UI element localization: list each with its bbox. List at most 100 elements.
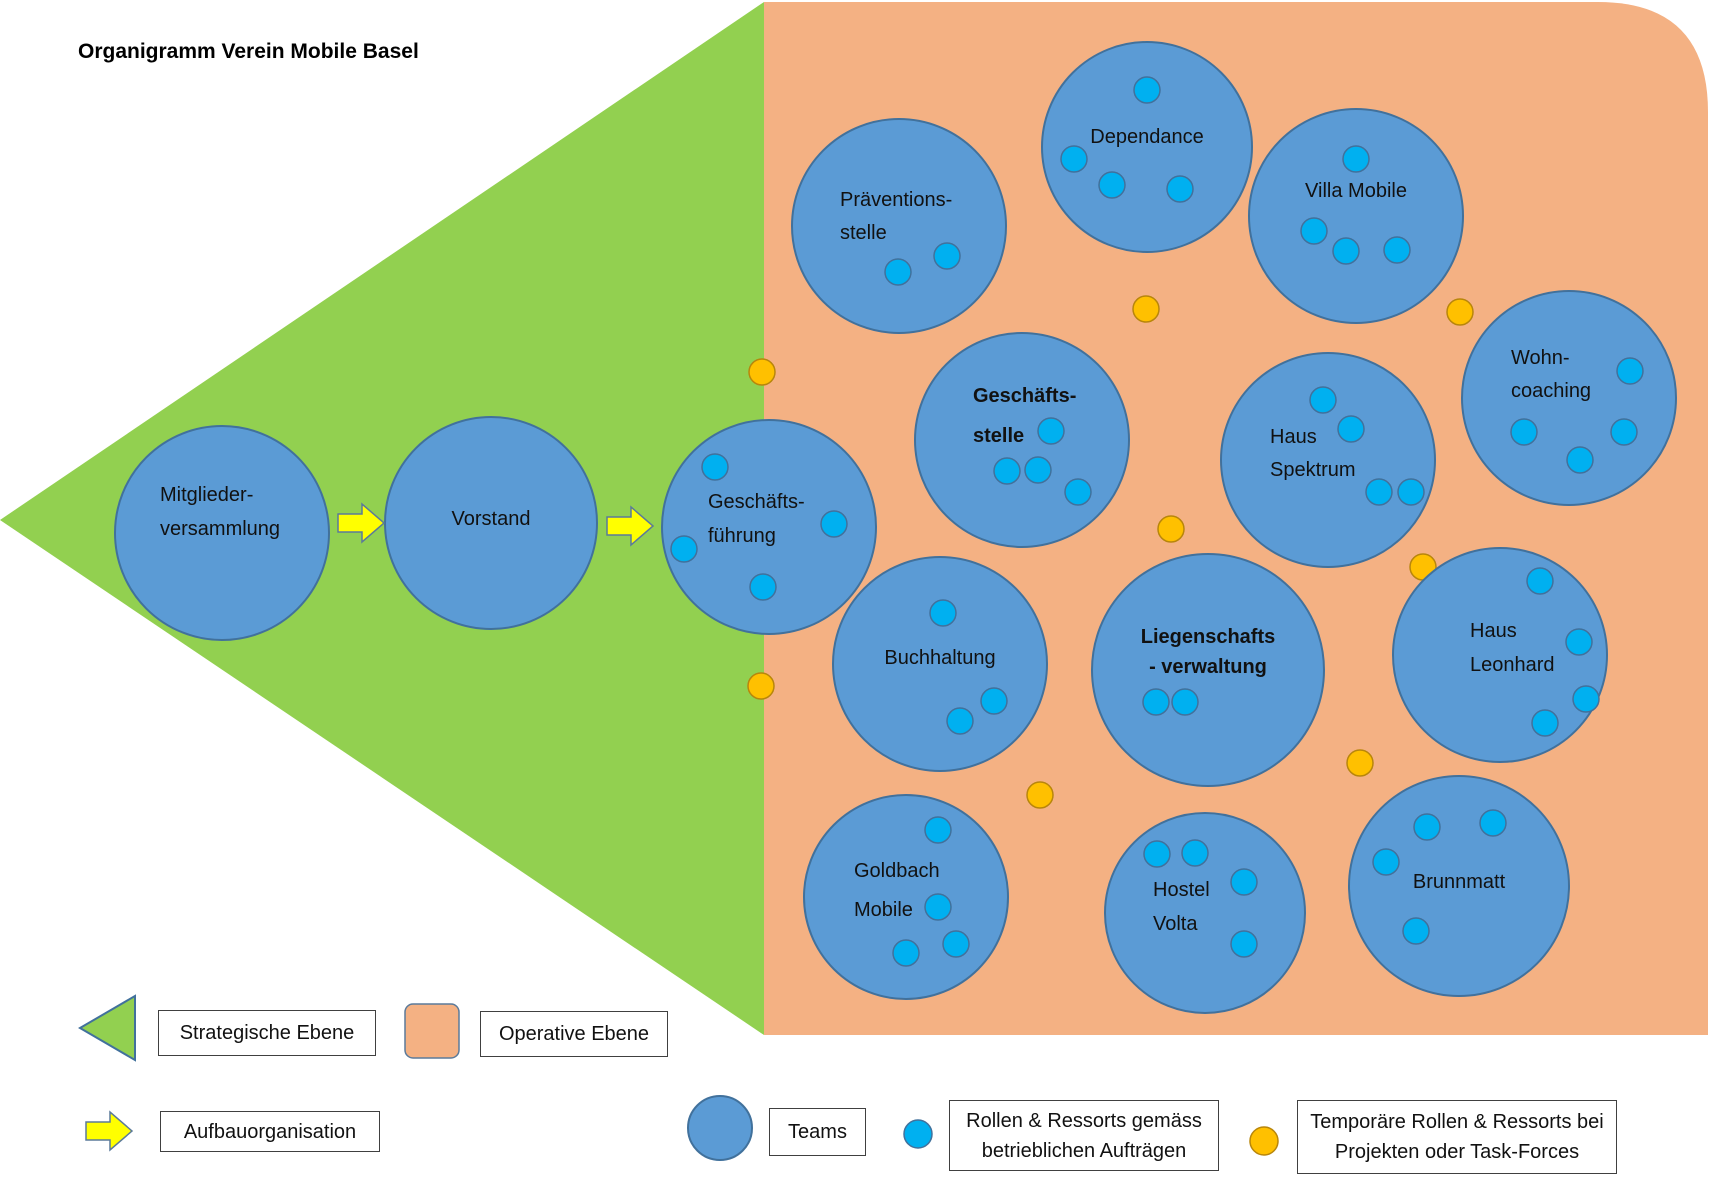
role-dot-villa-3: [1332, 237, 1360, 265]
role-dot-wohncoaching-4: [1566, 446, 1594, 474]
role-dot-liegenschaft-2: [1171, 688, 1199, 716]
role-dot-dependance-3: [1098, 171, 1126, 199]
team-label-liegenschaft-1: Liegenschafts: [1141, 626, 1275, 648]
team-label-leonhard-2: Leonhard: [1470, 654, 1555, 676]
team-circle-villa: [1248, 108, 1464, 324]
role-dot-geschaeftsstelle-3: [1024, 456, 1052, 484]
team-circle-spektrum: [1220, 352, 1436, 568]
role-dot-volta-3: [1230, 868, 1258, 896]
team-label-leonhard-1: Haus: [1470, 620, 1517, 642]
teams-group: [114, 41, 1677, 1014]
role-dot-dependance-4: [1166, 175, 1194, 203]
legend-triangle-icon: [78, 994, 136, 1062]
team-label-brunnmatt-1: Brunnmatt: [1413, 871, 1506, 893]
team-label-dependance-1: Dependance: [1090, 126, 1203, 148]
legend-temp-role-dot: [1249, 1126, 1279, 1156]
role-dot-spektrum-4: [1397, 478, 1425, 506]
role-dot-brunnmatt-2: [1479, 809, 1507, 837]
legend-teams-label: Teams: [769, 1108, 866, 1156]
role-dot-leonhard-1: [1526, 567, 1554, 595]
team-label-geschaeftsstelle-2: stelle: [973, 425, 1024, 447]
legend-operative-swatch: [404, 1003, 460, 1059]
role-dot-volta-4: [1230, 930, 1258, 958]
legend-aufbau-text: Aufbauorganisation: [183, 1120, 357, 1143]
team-label-geschaeftsfuehrung-1: Geschäfts-: [708, 491, 805, 513]
legend-shapes: [78, 994, 1279, 1161]
role-dot-geschaeftsstelle-4: [1064, 478, 1092, 506]
role-dot-geschaeftsfuehrung-4: [749, 573, 777, 601]
role-dot-villa-1: [1342, 145, 1370, 173]
role-dot-geschaeftsfuehrung-1: [701, 453, 729, 481]
team-label-praevention-1: Präventions-: [840, 189, 952, 211]
team-label-volta-1: Hostel: [1153, 879, 1210, 901]
roles-group: [670, 76, 1644, 967]
legend-role-dot: [903, 1119, 933, 1149]
role-dot-geschaeftsfuehrung-3: [670, 535, 698, 563]
team-label-mitglieder-2: versammlung: [160, 518, 280, 540]
legend-operative-text: Operative Ebene: [498, 1023, 650, 1045]
role-dot-liegenschaft-1: [1142, 688, 1170, 716]
arrow-mitglieder-to-vorstand: [337, 502, 386, 544]
temp-role-dot-4: [1157, 515, 1185, 543]
role-dot-volta-1: [1143, 840, 1171, 868]
role-dot-wohncoaching-3: [1610, 418, 1638, 446]
team-circle-mitglieder: [114, 425, 330, 641]
legend-strategic-label: Strategische Ebene: [158, 1010, 376, 1056]
legend-arrow-icon: [85, 1110, 134, 1152]
role-dot-leonhard-3: [1572, 685, 1600, 713]
strategic-triangle: [0, 2, 764, 1035]
role-dot-goldbach-1: [924, 816, 952, 844]
team-label-vorstand-1: Vorstand: [452, 508, 531, 530]
role-dot-wohncoaching-2: [1510, 418, 1538, 446]
temp-role-dot-3: [1446, 298, 1474, 326]
arrow-vorstand-to-geschaeftsfuehrung: [606, 505, 655, 547]
role-dot-brunnmatt-3: [1372, 848, 1400, 876]
legend-temp-roles-label: Temporäre Rollen & Ressorts bei Projekte…: [1297, 1100, 1617, 1174]
role-dot-spektrum-3: [1365, 478, 1393, 506]
team-circle-goldbach: [803, 794, 1009, 1000]
legend-teams-text: Teams: [788, 1121, 847, 1143]
temporary-roles-group: [747, 295, 1474, 809]
team-label-wohncoaching-2: coaching: [1511, 380, 1591, 402]
team-label-spektrum-2: Spektrum: [1270, 459, 1356, 481]
temp-role-dot-6: [747, 672, 775, 700]
team-label-spektrum-1: Haus: [1270, 426, 1317, 448]
legend-roles-text: Rollen & Ressorts gemäss betrieblichen A…: [966, 1109, 1202, 1162]
team-label-volta-2: Volta: [1153, 913, 1198, 935]
team-circle-dependance: [1041, 41, 1253, 253]
team-circle-buchhaltung: [832, 556, 1048, 772]
role-dot-goldbach-2: [924, 893, 952, 921]
team-label-goldbach-2: Mobile: [854, 899, 913, 921]
temp-role-dot-8: [1346, 749, 1374, 777]
temp-role-dot-1: [748, 358, 776, 386]
role-dot-leonhard-4: [1531, 709, 1559, 737]
role-dot-buchhaltung-2: [980, 687, 1008, 715]
team-circle-wohncoaching: [1461, 290, 1677, 506]
team-label-geschaeftsstelle-1: Geschäfts-: [973, 385, 1076, 407]
team-circle-leonhard: [1392, 547, 1608, 763]
role-dot-praevention-2: [884, 258, 912, 286]
team-label-mitglieder-1: Mitglieder-: [160, 484, 253, 506]
team-label-buchhaltung-1: Buchhaltung: [884, 647, 995, 669]
role-dot-goldbach-4: [892, 939, 920, 967]
role-dot-goldbach-3: [942, 930, 970, 958]
legend-operative-label: Operative Ebene: [480, 1011, 668, 1057]
team-label-liegenschaft-2: - verwaltung: [1149, 656, 1267, 678]
team-label-wohncoaching-1: Wohn-: [1511, 347, 1570, 369]
temp-role-dot-2: [1132, 295, 1160, 323]
role-dot-dependance-2: [1060, 145, 1088, 173]
role-dot-buchhaltung-1: [929, 599, 957, 627]
role-dot-leonhard-2: [1565, 628, 1593, 656]
role-dot-dependance-1: [1133, 76, 1161, 104]
role-dot-geschaeftsstelle-1: [1037, 417, 1065, 445]
legend-roles-label: Rollen & Ressorts gemäss betrieblichen A…: [949, 1100, 1219, 1171]
team-circle-brunnmatt: [1348, 775, 1570, 997]
role-dot-geschaeftsstelle-2: [993, 457, 1021, 485]
legend-team-circle: [687, 1095, 753, 1161]
team-circle-liegenschaft: [1091, 553, 1325, 787]
role-dot-brunnmatt-1: [1413, 813, 1441, 841]
role-dot-geschaeftsfuehrung-2: [820, 510, 848, 538]
role-dot-praevention-1: [933, 242, 961, 270]
team-label-praevention-2: stelle: [840, 222, 887, 244]
